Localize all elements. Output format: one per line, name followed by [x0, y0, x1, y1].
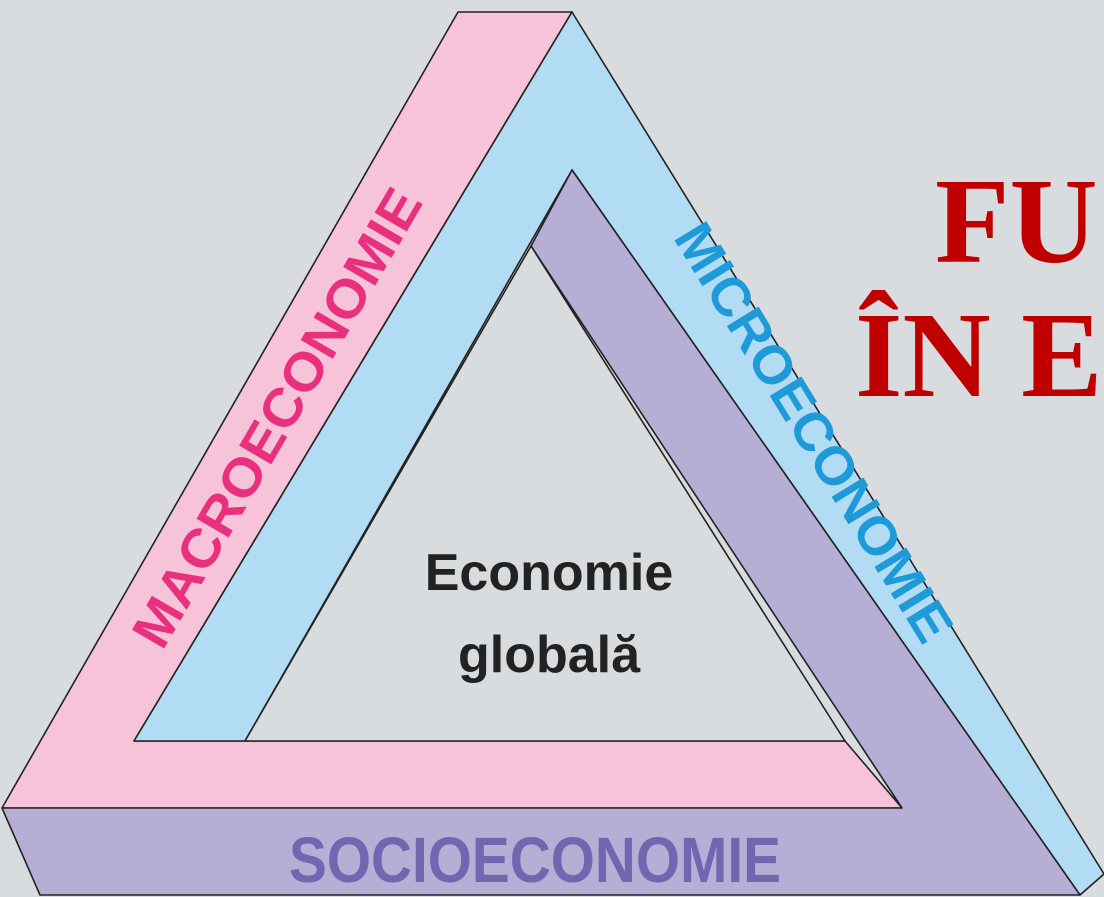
label-socioeconomie: SOCIOECONOMIE [289, 824, 781, 896]
slide-title-line-1: FU [935, 154, 1098, 289]
slide-title-line-2: ÎN E [855, 288, 1102, 423]
band-socioeconomie [1, 169, 1081, 896]
center-label-line-2: globală [458, 626, 641, 684]
center-label-line-1: Economie [425, 544, 674, 602]
penrose-triangle [1, 11, 1104, 896]
inner-triangle [244, 245, 846, 742]
